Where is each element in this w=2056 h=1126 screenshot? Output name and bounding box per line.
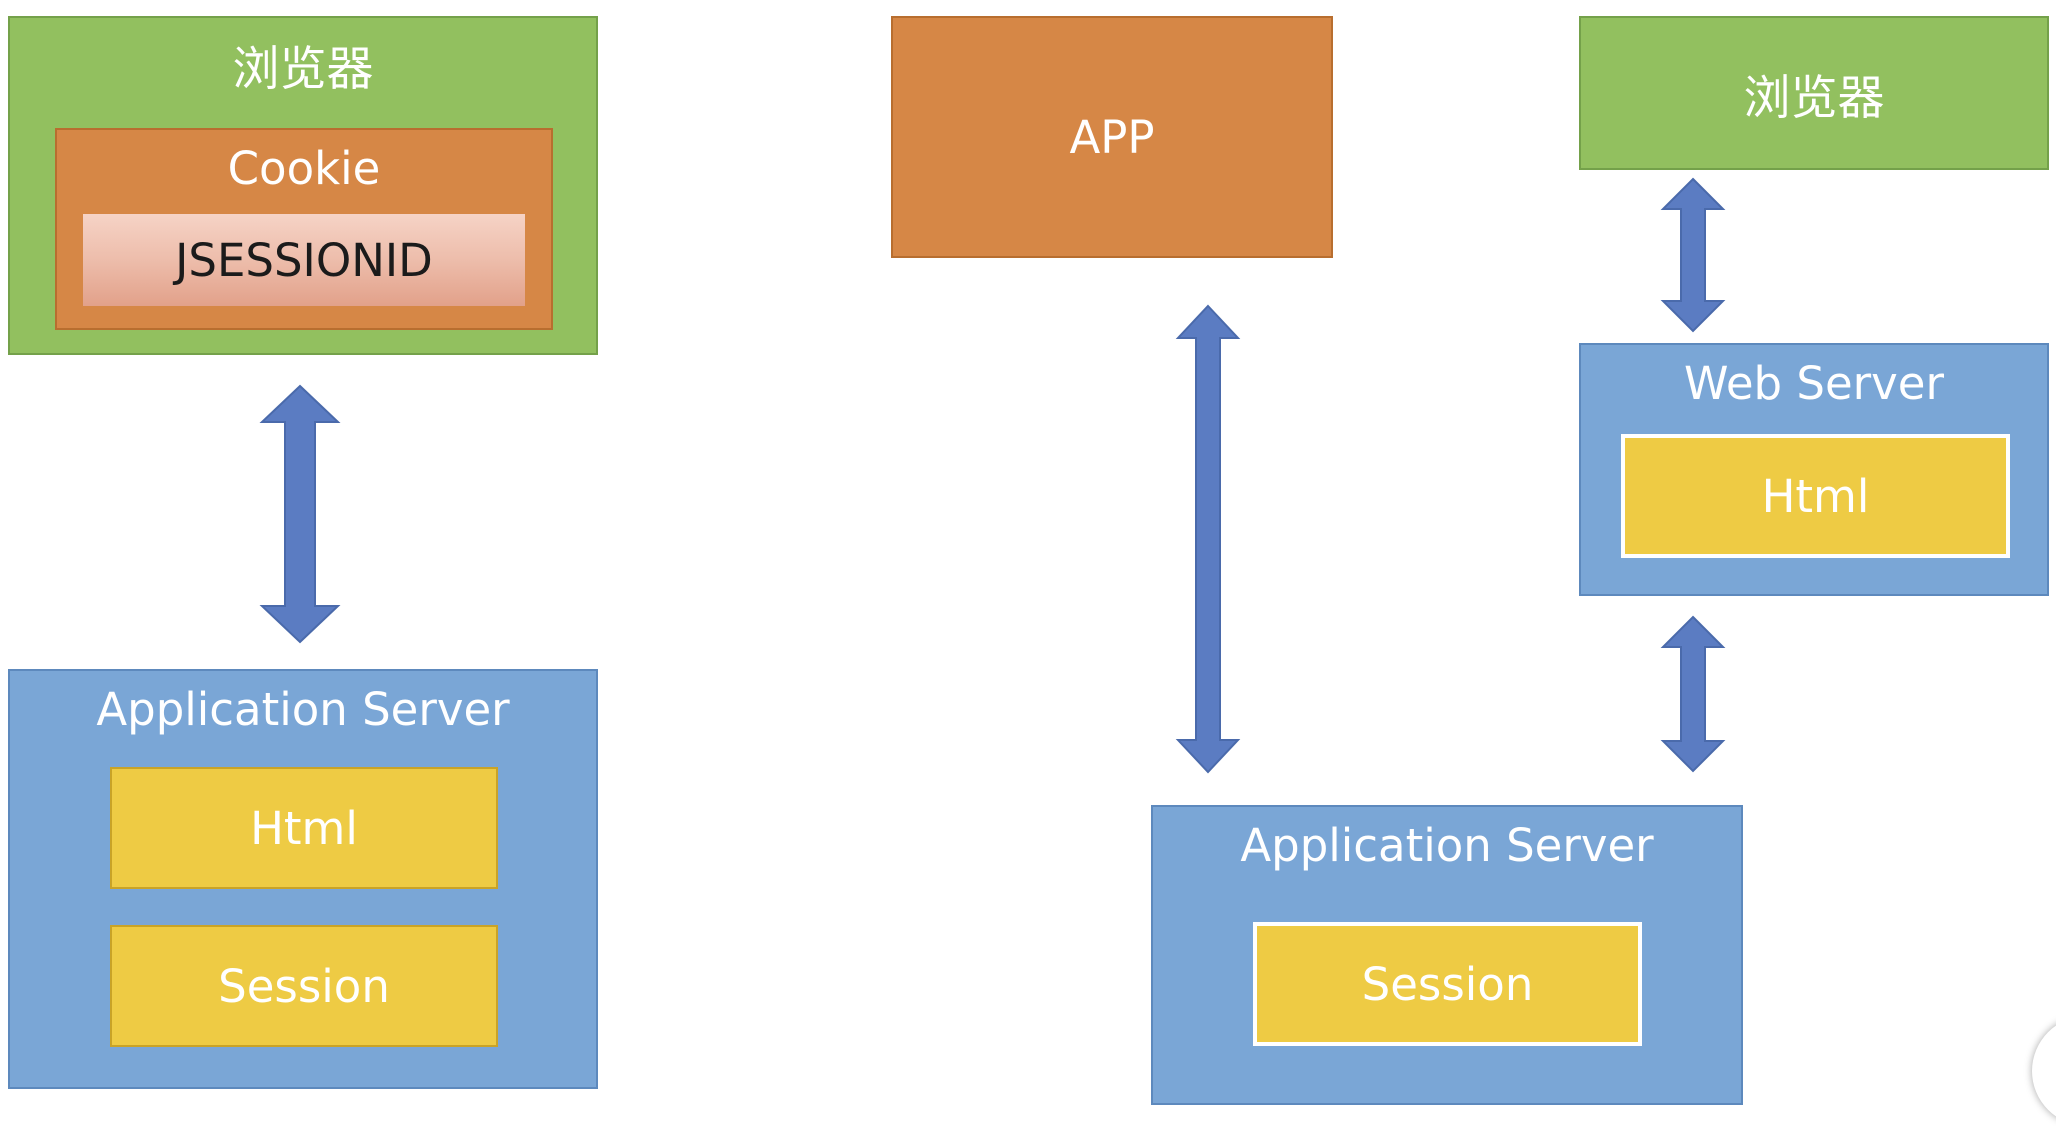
browser-webserver-arrow-icon <box>1660 177 1726 333</box>
app-bidirectional-arrow-icon <box>1175 304 1241 774</box>
right-browser-label: 浏览器 <box>1743 70 1885 126</box>
left-session-label: Session <box>218 959 390 1013</box>
left-html-box: Html <box>110 767 498 889</box>
cookie-box: Cookie JSESSIONID <box>55 128 553 330</box>
left-browser-label: 浏览器 <box>232 42 374 97</box>
right-session-label: Session <box>1361 957 1534 1011</box>
web-server-html-label: Html <box>1761 469 1870 523</box>
webserver-appserver-arrow-icon <box>1660 615 1726 773</box>
web-server-box: Web Server Html <box>1579 343 2049 596</box>
right-browser-box: 浏览器 <box>1579 16 2049 170</box>
left-app-server-box: Application Server Html Session <box>8 669 598 1089</box>
web-server-html-box: Html <box>1621 434 2010 558</box>
right-app-server-label: Application Server <box>1240 819 1654 872</box>
cookie-label: Cookie <box>227 142 381 195</box>
left-bidirectional-arrow-icon <box>259 384 341 644</box>
jsessionid-label: JSESSIONID <box>175 233 433 287</box>
app-box: APP <box>891 16 1333 258</box>
left-session-box: Session <box>110 925 498 1047</box>
left-app-server-label: Application Server <box>96 683 510 736</box>
web-server-label: Web Server <box>1684 357 1944 410</box>
right-app-server-box: Application Server Session <box>1151 805 1743 1105</box>
right-session-box: Session <box>1253 922 1642 1046</box>
corner-overlay-button[interactable] <box>2032 1016 2056 1126</box>
app-label: APP <box>1069 110 1155 164</box>
left-html-label: Html <box>250 801 358 855</box>
jsessionid-box: JSESSIONID <box>83 214 525 306</box>
left-browser-box: 浏览器 Cookie JSESSIONID <box>8 16 598 355</box>
